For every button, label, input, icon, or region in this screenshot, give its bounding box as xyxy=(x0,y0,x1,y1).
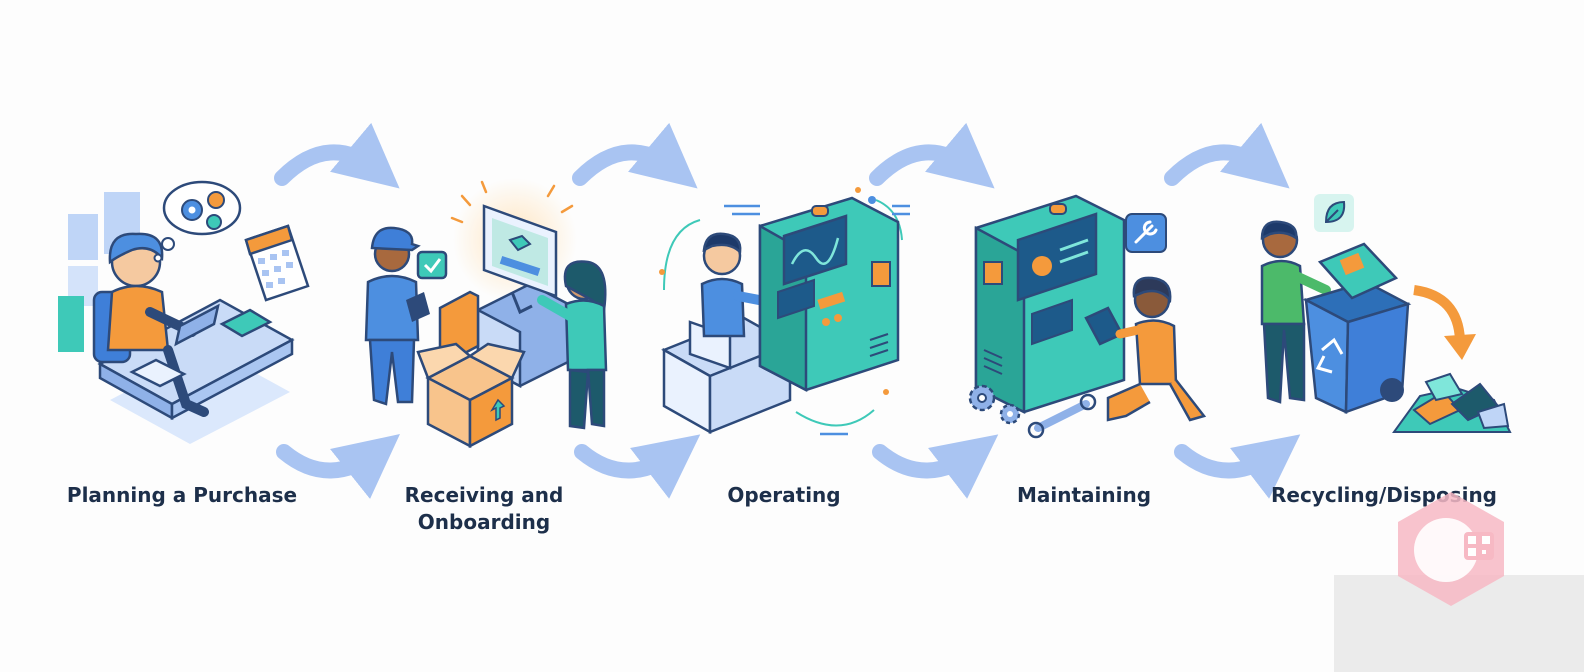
delivery-worker-illustration xyxy=(364,226,448,406)
receiving-illustration xyxy=(364,178,608,449)
arrow-bottom-3 xyxy=(872,434,999,499)
watermark-logo xyxy=(1398,492,1504,606)
top-arrows xyxy=(274,122,1290,189)
down-arrow-icon xyxy=(1413,285,1465,341)
wrench-icon xyxy=(1034,400,1090,432)
gear-icons xyxy=(968,384,1021,425)
stage-label-planning: Planning a Purchase xyxy=(66,483,298,507)
arrow-top-2 xyxy=(572,122,698,189)
arrow-top-3 xyxy=(869,122,995,189)
arrow-top-4 xyxy=(1164,122,1290,189)
stage-label-operating: Operating xyxy=(727,483,841,507)
control-machine-icon xyxy=(758,196,900,393)
checkmark-badge-icon xyxy=(416,250,448,280)
trash-pile-icon xyxy=(1392,372,1512,433)
recycling-illustration xyxy=(1260,194,1512,433)
machine-icon xyxy=(974,194,1126,415)
stage-label-maintaining: Maintaining xyxy=(1016,483,1152,507)
book-icon xyxy=(219,308,273,338)
woman-at-screen-illustration xyxy=(537,260,608,430)
person-recycling-illustration xyxy=(1260,220,1331,404)
arrow-top-1 xyxy=(274,122,400,189)
planning-illustration xyxy=(58,180,310,444)
arrow-bottom-4 xyxy=(1174,434,1301,499)
tablet-icon xyxy=(129,358,187,388)
stage-label-receiving: Receiving and Onboarding xyxy=(404,483,564,534)
technician-illustration xyxy=(1084,276,1207,422)
operating-illustration xyxy=(659,187,910,436)
calendar-icon xyxy=(244,224,310,302)
recycle-bin-icon xyxy=(1302,280,1412,414)
bottom-arrows xyxy=(276,434,1301,499)
open-box-icon xyxy=(416,342,526,449)
arrow-bottom-1 xyxy=(276,434,400,499)
maintaining-illustration xyxy=(968,194,1207,439)
arrow-bottom-2 xyxy=(574,434,701,499)
